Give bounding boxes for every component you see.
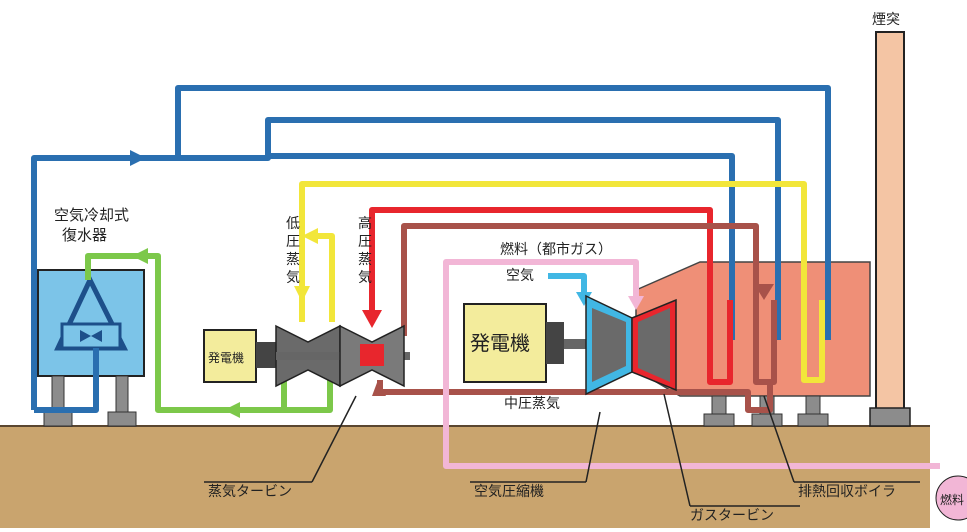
gas-turbine-label: ガスタービン [690,508,774,524]
condenser-label-line2: 復水器 [62,226,107,244]
cyan-air-pipe [548,273,587,292]
pink-arrow-icon [628,296,644,310]
fuel-circle [935,475,967,521]
small-generator-shaft [256,342,276,368]
ground [0,426,930,528]
air-label: 空気 [506,268,534,284]
condenser-fan-icon [80,330,102,342]
fuel-city-gas-label: 燃料（都市ガス） [500,241,612,258]
yellow-pipe [299,181,825,383]
condenser-legs [43,375,137,427]
pink-fuel-pipe [443,259,940,469]
yellow-arrow-down-icon [294,286,310,302]
air-compressor-blades [592,308,626,382]
svg-text:圧: 圧 [358,234,372,250]
hrsg-label: 排熱回収ボイラ [798,484,896,500]
yellow-pipe-lp-out [310,233,335,322]
hp-steam-label: 高 圧 蒸 気 [358,215,372,286]
green-pipe [85,253,333,413]
blue-pipe-2 [178,117,781,340]
chimney-base [869,407,911,427]
big-generator-label: 発電機 [470,331,530,355]
brown-arrow-icon [372,380,386,396]
fuel-circle-label: 燃料 [940,492,964,507]
blue-pipe-1 [31,85,831,410]
svg-text:高: 高 [358,215,372,232]
chimney-label: 煙突 [872,12,900,28]
green-arrow-icon [224,402,240,418]
blue-pipe-3 [268,153,735,340]
big-generator-shaft [546,322,564,364]
steam-turbine-label: 蒸気タービン [208,484,292,500]
red-arrow-icon [362,310,382,328]
cyan-arrow-icon [576,292,592,306]
hp-turbine-core [360,344,384,366]
blue-pipe-condenser [34,348,99,413]
gas-turbine-blades [638,308,670,382]
green-arrow-up-icon [132,248,148,264]
small-generator-label: 発電機 [208,350,244,365]
yellow-arrow-icon [302,228,318,244]
lp-steam-label: 低 圧 蒸 気 [286,216,300,286]
svg-text:圧: 圧 [286,234,300,250]
chimney [875,31,905,415]
air-compressor-label: 空気圧縮機 [474,484,544,500]
ip-steam-label: 中圧蒸気 [504,396,560,412]
blue-arrow-icon [130,150,146,166]
svg-text:気: 気 [286,270,300,286]
red-pipe [369,207,733,385]
svg-text:低: 低 [286,216,300,232]
condenser-label-line1: 空気冷却式 [54,206,129,224]
svg-text:蒸: 蒸 [286,252,300,268]
brown-arrow-down-icon [754,284,774,300]
big-generator [463,303,547,383]
svg-text:蒸: 蒸 [358,252,372,268]
svg-text:気: 気 [358,270,372,286]
leader-lines [204,393,920,507]
